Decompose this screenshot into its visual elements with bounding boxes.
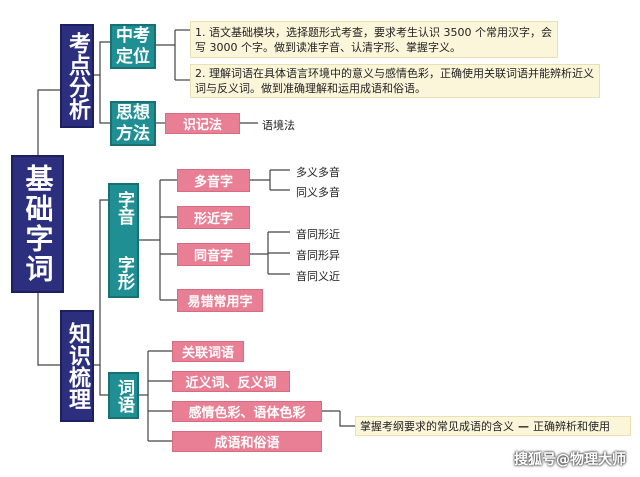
node-ganqing-seci: 感情色彩、语体色彩 (172, 401, 322, 422)
leaf-yujingfa: 语境法 (262, 119, 295, 132)
note-zhongkao-1: 1. 语文基础模块，选择题形式考查，要求考生认识 3500 个常用汉字，会写 3… (190, 21, 558, 58)
note-chengyu: 掌握考纲要求的常见成语的含义 — 正确辨析和使用 (355, 416, 631, 436)
branch-knowledge: 知识梳理 (60, 310, 94, 422)
note-chengyu-text: 掌握考纲要求的常见成语的含义 (360, 419, 514, 433)
node-yicuo-changyongzi: 易错常用字 (177, 289, 263, 312)
note-chengyu-end: 正确辨析和使用 (533, 419, 610, 433)
leaf-yintong-xingjin: 音同形近 (296, 228, 340, 241)
root-node: 基础字词 (11, 155, 64, 293)
node-ciyu-label: 词语 (114, 378, 134, 413)
note-zhongkao-2: 2. 理解词语在具体语言环境中的意义与感情色彩，正确使用关联词语并能辨析近义词与… (190, 64, 600, 98)
node-duoyinzi: 多音字 (177, 169, 250, 192)
node-xingjinzi: 形近字 (177, 206, 250, 229)
node-jinyici-fanyici: 近义词、反义词 (172, 371, 290, 392)
node-ziyin-zixing: 字音 字形 (108, 183, 139, 298)
leaf-yintong-yijin: 音同义近 (296, 270, 340, 283)
leaf-duoyi-duoyin: 多义多音 (296, 166, 340, 179)
note-chengyu-dash: — (518, 419, 529, 433)
branch-analysis: 考点分析 (60, 24, 94, 128)
node-tongyinzi: 同音字 (177, 243, 250, 266)
node-zixing-label: 字形 (114, 256, 134, 290)
leaf-yintong-xingyi: 音同形异 (296, 249, 340, 262)
node-method: 思想方法 (110, 101, 156, 146)
node-method-label: 思想方法 (116, 102, 150, 144)
node-zhongkao: 中考定位 (110, 24, 156, 69)
watermark: 搜狐号@物理大师 (514, 452, 626, 468)
node-zhongkao-label: 中考定位 (116, 25, 150, 67)
node-guanlian-ciyu: 关联词语 (172, 341, 244, 362)
node-chengyu-suyu: 成语和俗语 (172, 431, 322, 452)
node-ziyin-label: 字音 (114, 191, 134, 225)
node-ciyu: 词语 (108, 372, 139, 419)
leaf-tongyi-duoyin: 同义多音 (296, 186, 340, 199)
node-shijifa: 识记法 (165, 113, 240, 134)
